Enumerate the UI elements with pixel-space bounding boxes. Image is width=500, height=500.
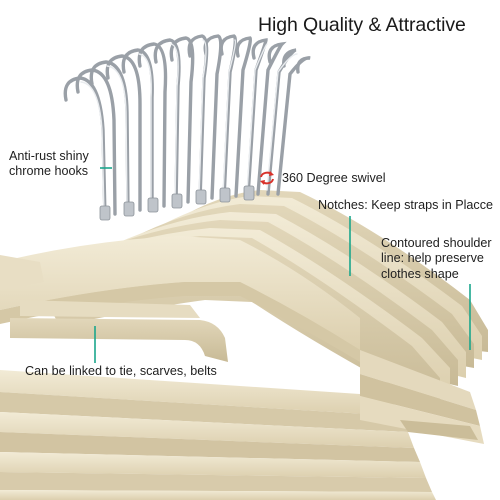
page-title: High Quality & Attractive (258, 14, 466, 36)
velvet-hangers (0, 190, 488, 500)
callout-lines (94, 167, 471, 363)
link-callout: Can be linked to tie, scarves, belts (25, 364, 217, 378)
hooks-callout: Anti-rust shiny chrome hooks (9, 149, 89, 179)
rotate-arrows-icon (260, 171, 274, 185)
chrome-hooks (63, 34, 311, 221)
shoulder-callout: Contoured shoulder line: help preserve c… (381, 236, 492, 281)
swivel-callout: 360 Degree swivel (282, 171, 386, 185)
notches-callout: Notches: Keep straps in Placce (318, 198, 494, 212)
